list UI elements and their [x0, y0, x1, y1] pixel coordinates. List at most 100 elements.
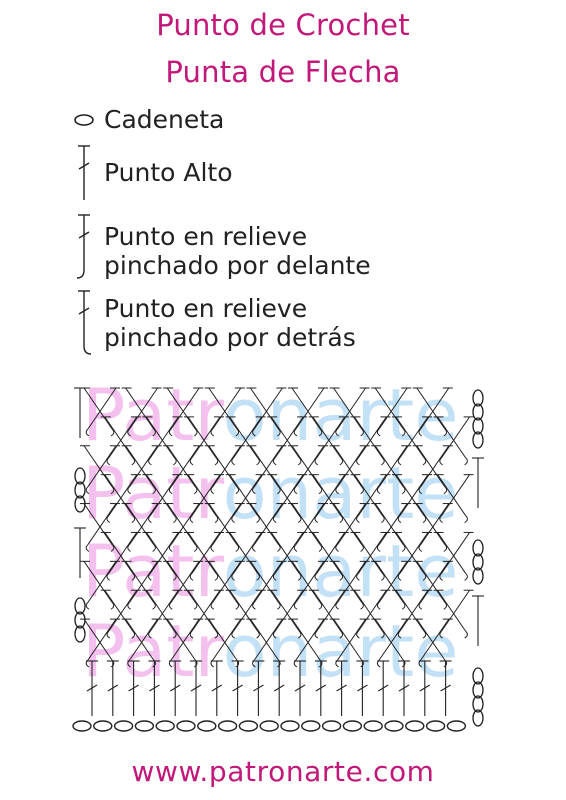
chain-stitch — [405, 720, 425, 732]
relief-stitch — [85, 428, 90, 437]
relief-stitch — [416, 503, 446, 545]
relief-stitch — [297, 457, 302, 466]
relief-stitch — [381, 572, 385, 581]
relief-stitch — [191, 532, 221, 574]
relief-stitch — [235, 486, 240, 495]
relief-stitch — [187, 474, 217, 516]
double-crochet-stitch — [315, 684, 327, 692]
relief-stitch — [293, 486, 298, 495]
relief-stitch — [464, 572, 468, 581]
relief-stitch — [131, 457, 136, 466]
relief-stitch — [131, 572, 136, 581]
relief-stitch — [318, 544, 323, 552]
relief-stitch — [401, 544, 406, 552]
relief-stitch — [229, 416, 259, 459]
relief-stitch — [214, 572, 219, 581]
relief-stitch — [83, 503, 113, 545]
relief-stitch — [314, 515, 319, 523]
relief-stitch — [149, 532, 179, 574]
relief-stitch — [187, 589, 217, 632]
relief-stitch — [270, 416, 300, 459]
relief-stitch — [399, 416, 429, 459]
relief-stitch — [335, 428, 339, 437]
relief-stitch — [125, 618, 155, 661]
turning-chain — [472, 567, 484, 585]
relief-stitch — [272, 630, 277, 639]
relief-stitch — [376, 659, 381, 668]
relief-stitch — [168, 601, 173, 610]
relief-stitch — [339, 515, 344, 523]
relief-stitch — [443, 544, 448, 552]
relief-stitch — [87, 445, 117, 487]
relief-stitch — [152, 544, 156, 552]
legend-back-post: Punto en relieve pinchado por detrás — [70, 288, 530, 358]
legend-label-back-post-2: pinchado por detrás — [104, 323, 356, 352]
relief-stitch — [214, 457, 219, 466]
relief-stitch — [437, 416, 467, 459]
relief-stitch — [235, 601, 240, 610]
relief-stitch — [173, 515, 177, 523]
website-url[interactable]: www.patronarte.com — [131, 755, 435, 788]
relief-stitch — [376, 486, 381, 495]
relief-stitch — [233, 532, 263, 574]
relief-stitch — [233, 589, 263, 632]
relief-stitch — [420, 445, 450, 487]
relief-stitch — [374, 445, 404, 487]
relief-stitch — [127, 486, 131, 495]
relief-stitch — [104, 416, 134, 459]
relief-stitch — [125, 387, 155, 430]
relief-stitch — [212, 618, 242, 661]
relief-stitch — [187, 416, 217, 459]
relief-stitch — [83, 445, 113, 487]
relief-stitch — [374, 503, 404, 545]
relief-stitch — [397, 457, 402, 466]
double-crochet-stitch — [419, 684, 431, 692]
relief-stitch — [295, 618, 325, 661]
chain-stitch — [113, 720, 134, 732]
relief-stitch — [106, 630, 111, 639]
relief-stitch — [212, 561, 242, 603]
double-crochet-stitch — [377, 684, 389, 692]
relief-stitch — [337, 503, 367, 545]
relief-stitch — [214, 515, 219, 523]
relief-stitch — [291, 561, 321, 603]
relief-stitch — [252, 428, 256, 437]
relief-stitch — [357, 416, 387, 459]
relief-stitch — [104, 532, 134, 574]
chain-stitch — [93, 720, 113, 732]
relief-stitch — [252, 601, 256, 610]
chain-stitch — [72, 720, 92, 732]
relief-stitch — [378, 445, 408, 487]
relief-stitch — [318, 486, 323, 495]
relief-stitch — [443, 601, 448, 610]
double-crochet-stitch — [357, 684, 368, 692]
relief-stitch — [149, 474, 179, 516]
relief-stitch — [333, 387, 363, 430]
relief-stitch — [129, 503, 159, 545]
chain-stitch — [259, 720, 279, 732]
relief-stitch — [166, 445, 196, 487]
relief-stitch — [335, 486, 339, 495]
relief-stitch — [295, 503, 325, 545]
relief-stitch — [416, 618, 446, 661]
title-line-1: Punto de Crochet — [156, 8, 410, 42]
relief-stitch — [252, 659, 256, 668]
relief-stitch — [291, 618, 321, 661]
relief-stitch — [85, 486, 90, 495]
relief-stitch — [270, 474, 300, 516]
relief-stitch — [148, 572, 152, 581]
relief-stitch — [297, 630, 302, 639]
turning-chain — [472, 539, 484, 557]
legend-label-front-post-1: Punto en relieve — [104, 222, 308, 251]
relief-stitch — [401, 428, 406, 437]
relief-stitch — [110, 659, 115, 668]
relief-stitch — [337, 618, 367, 661]
relief-stitch — [339, 630, 344, 639]
relief-stitch — [166, 503, 196, 545]
relief-stitch — [87, 387, 117, 430]
relief-stitch — [418, 601, 423, 610]
relief-stitch — [152, 659, 156, 668]
chain-stitch — [446, 720, 467, 732]
relief-stitch — [353, 589, 383, 632]
relief-stitch — [335, 659, 339, 668]
